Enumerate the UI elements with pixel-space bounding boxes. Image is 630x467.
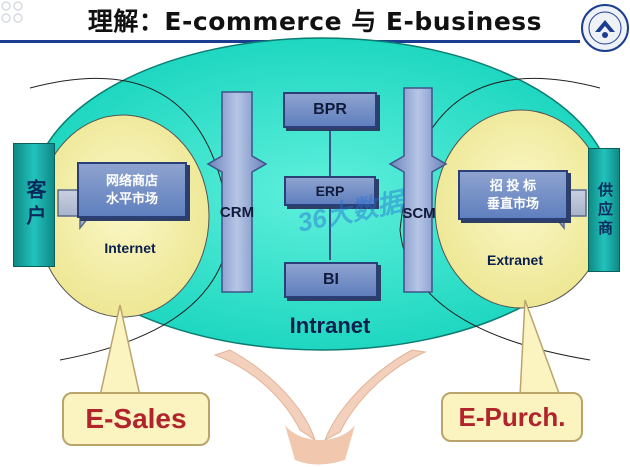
supplier-box: 供应商 [588,148,620,272]
right-callout-pointer [519,299,562,397]
left-callout-pointer [99,304,141,397]
erp-box: ERP [284,176,376,206]
crm-label: CRM [219,204,255,221]
bpr-box: BPR [283,92,377,128]
corner-pattern [0,0,28,30]
right-outer-arc [399,77,601,361]
page-title: 理解：E-commerce 与 E-business [87,7,543,36]
extranet-label: Extranet [486,252,544,268]
e-purch-callout: E-Purch. [441,392,583,442]
bidding-line2: 垂直市场 [486,196,539,211]
internet-label: Internet [104,240,156,256]
scm-pillar [388,87,448,293]
intranet-label: Intranet [289,313,371,338]
bi-box: BI [284,262,378,298]
customer-box: 客户 [13,143,55,267]
online-store-line2: 水平市场 [105,191,158,206]
supporting-hands-illustration [213,349,427,465]
bidding-box: 招 投 标 垂直市场 [458,170,568,220]
bidding-line1: 招 投 标 [489,178,537,193]
scm-label: SCM [402,205,436,222]
e-sales-callout: E-Sales [62,392,210,446]
online-store-box: 网络商店 水平市场 [77,162,187,218]
customer-label: 客户 [23,179,45,231]
university-seal-icon [577,2,629,54]
crm-pillar [206,91,268,293]
online-store-line1: 网络商店 [105,173,158,188]
supplier-label: 供应商 [596,181,613,239]
